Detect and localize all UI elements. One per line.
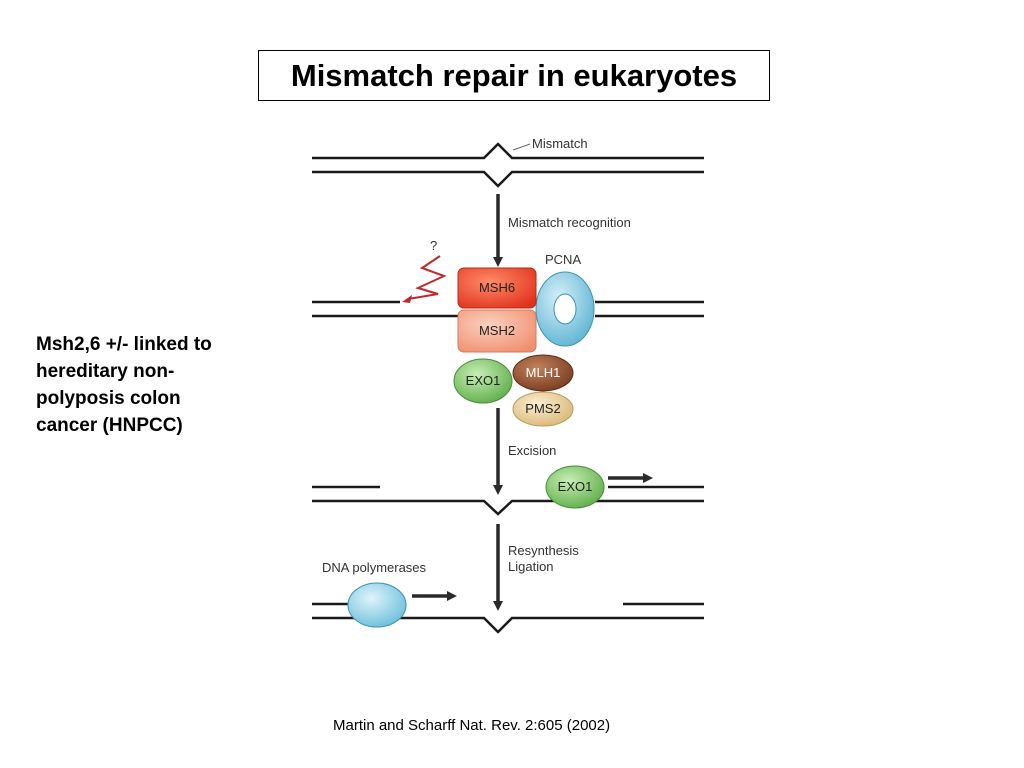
dna-stage-resynthesis [312, 602, 704, 634]
dna-stage-excision [312, 485, 704, 516]
side-note-line-4: cancer (HNPCC) [36, 415, 183, 436]
exo1-excision-label: EXO1 [558, 479, 593, 494]
msh2-protein [457, 309, 537, 353]
mlh1-protein [512, 354, 574, 392]
question-mark: ? [430, 238, 437, 253]
dna-stage-mismatch: Mismatch [312, 136, 704, 188]
exo1-excision-protein [545, 465, 605, 509]
side-note: Msh2,6 +/- linked to hereditary non- pol… [36, 331, 276, 439]
pms2-label: PMS2 [525, 401, 560, 416]
exo1-protein [453, 358, 513, 404]
step-excision-label: Excision [508, 443, 556, 458]
pcna-ring [535, 271, 595, 347]
side-note-line-1: Msh2,6 +/- linked to [36, 334, 212, 355]
msh6-label: MSH6 [479, 280, 515, 295]
polymerase-label: DNA polymerases [322, 560, 427, 575]
side-note-line-3: polyposis colon [36, 388, 181, 409]
msh6-protein [457, 267, 537, 309]
dna-polymerase-protein [347, 582, 407, 628]
mlh1-label: MLH1 [526, 365, 561, 380]
msh2-label: MSH2 [479, 323, 515, 338]
zigzag-arrowhead-icon [402, 295, 412, 303]
step-ligation-label: Ligation [508, 559, 554, 574]
citation: Martin and Scharff Nat. Rev. 2:605 (2002… [333, 717, 611, 734]
dna-stage-recognition [312, 300, 704, 318]
side-note-line-2: hereditary non- [36, 361, 175, 382]
step-recognition-label: Mismatch recognition [508, 215, 631, 230]
title-box: Mismatch repair in eukaryotes [258, 50, 770, 101]
mismatch-label: Mismatch [532, 136, 588, 151]
step-resynthesis-label: Resynthesis [508, 543, 579, 558]
signal-zigzag-icon [407, 255, 447, 300]
slide-title: Mismatch repair in eukaryotes [290, 57, 738, 93]
exo1-label: EXO1 [466, 373, 501, 388]
pcna-label: PCNA [545, 252, 581, 267]
pms2-protein [512, 391, 574, 427]
